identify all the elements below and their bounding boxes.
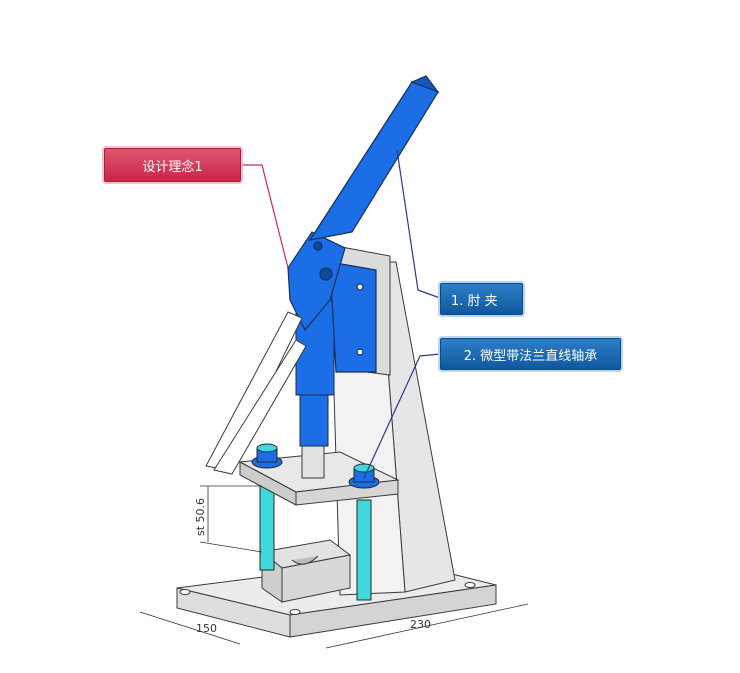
die-block (260, 539, 352, 603)
callout-toggle-clamp: 1. 肘 夹 (440, 283, 523, 315)
guide-rods (259, 479, 372, 601)
toggle-clamp (287, 75, 440, 373)
width-dimension: 230 (410, 618, 431, 631)
stroke-dimension: st 50.6 (194, 498, 207, 536)
dimension-lines (139, 485, 529, 649)
design-concept-label: 设计理念1 (104, 148, 241, 182)
punch (301, 443, 325, 479)
depth-dimension: 150 (196, 622, 217, 635)
callout-flange-bearing: 2. 微型带法兰直线轴承 (440, 338, 621, 370)
callout-leaders (241, 149, 441, 479)
clamp-handle (205, 311, 307, 475)
flange-bearings (251, 443, 380, 489)
